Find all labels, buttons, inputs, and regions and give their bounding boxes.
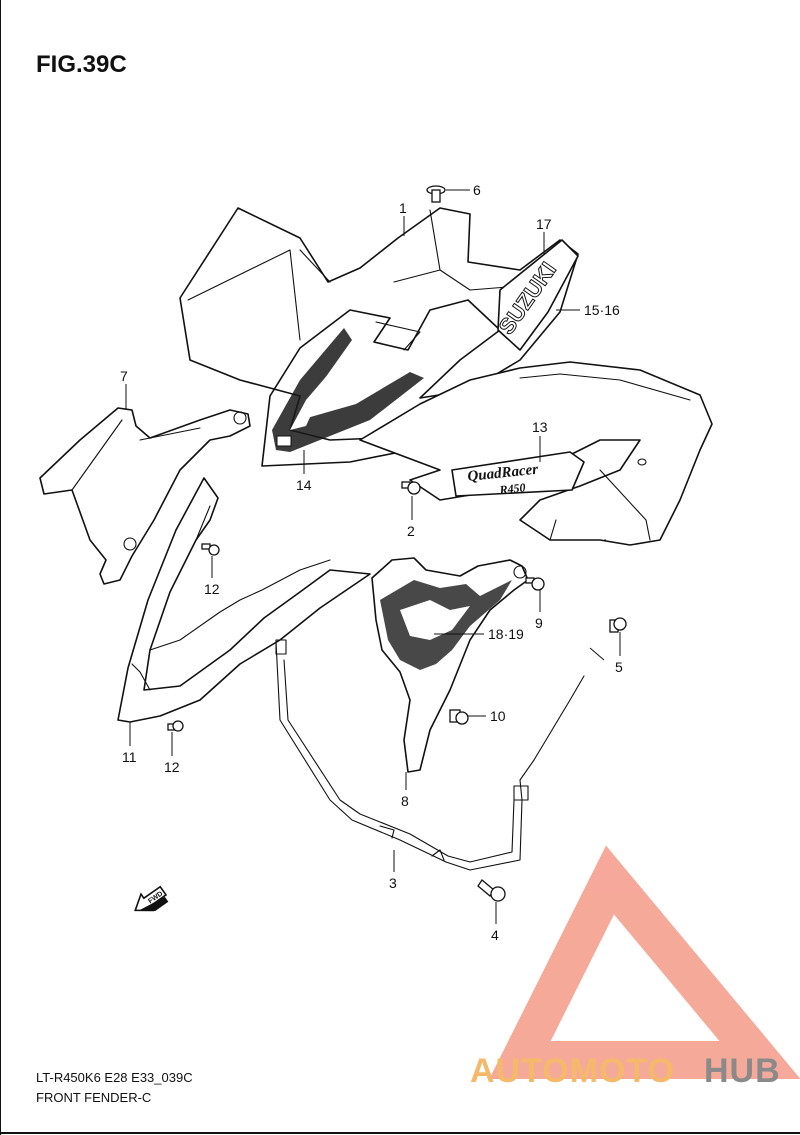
callout-12-upper: 12 — [204, 581, 220, 597]
clip-6 — [426, 185, 446, 203]
callout-15-16: 15·16 — [584, 302, 620, 318]
leader-lines — [125, 189, 621, 924]
callout-3: 3 — [389, 875, 397, 891]
callout-7: 7 — [120, 368, 128, 384]
callout-14: 14 — [296, 477, 312, 493]
screw-5 — [609, 617, 627, 633]
watermark-text-1: AUTOMOTO — [470, 1052, 675, 1090]
screw-12-lower — [167, 720, 184, 732]
screw-10 — [449, 709, 469, 725]
screw-2 — [401, 481, 421, 495]
callout-6: 6 — [473, 182, 481, 198]
callout-9: 9 — [535, 615, 543, 631]
callout-8: 8 — [401, 793, 409, 809]
part-lower-fender — [117, 477, 371, 723]
watermark-logo — [489, 845, 800, 1079]
part-inner-panel — [371, 557, 529, 773]
callout-13: 13 — [532, 419, 548, 435]
callout-5: 5 — [615, 659, 623, 675]
callout-11: 11 — [122, 749, 137, 765]
watermark-wordmark: AUTOMOTO HUB — [470, 1052, 781, 1090]
part-side-bracket — [39, 407, 251, 585]
callout-4: 4 — [491, 927, 499, 943]
callout-2: 2 — [407, 523, 415, 539]
part-right-fender: QuadRacer R450 — [359, 361, 713, 546]
part-frame-brace — [275, 639, 585, 871]
fasteners — [167, 185, 627, 902]
callout-1: 1 — [399, 200, 407, 216]
quadracer-text-1: QuadRacer — [467, 462, 539, 485]
callout-10: 10 — [490, 708, 506, 724]
watermark-text-2: HUB — [704, 1052, 781, 1090]
bolt-4 — [477, 879, 506, 902]
callout-17: 17 — [536, 216, 552, 232]
model-code: LT-R450K6 E28 E33_039C — [36, 1070, 193, 1085]
screw-12-upper — [201, 543, 220, 556]
callout-labels: 6 1 17 15·16 7 13 14 2 12 9 18·19 5 10 1… — [120, 182, 623, 943]
fwd-arrow-icon: FWD — [134, 885, 169, 912]
quadracer-text-2: R450 — [498, 480, 526, 497]
callout-18-19: 18·19 — [488, 626, 524, 642]
figure-caption: FRONT FENDER-C — [36, 1090, 151, 1105]
screw-9 — [525, 577, 545, 591]
callout-12-lower: 12 — [164, 759, 180, 775]
figure-title: FIG.39C — [36, 51, 127, 78]
